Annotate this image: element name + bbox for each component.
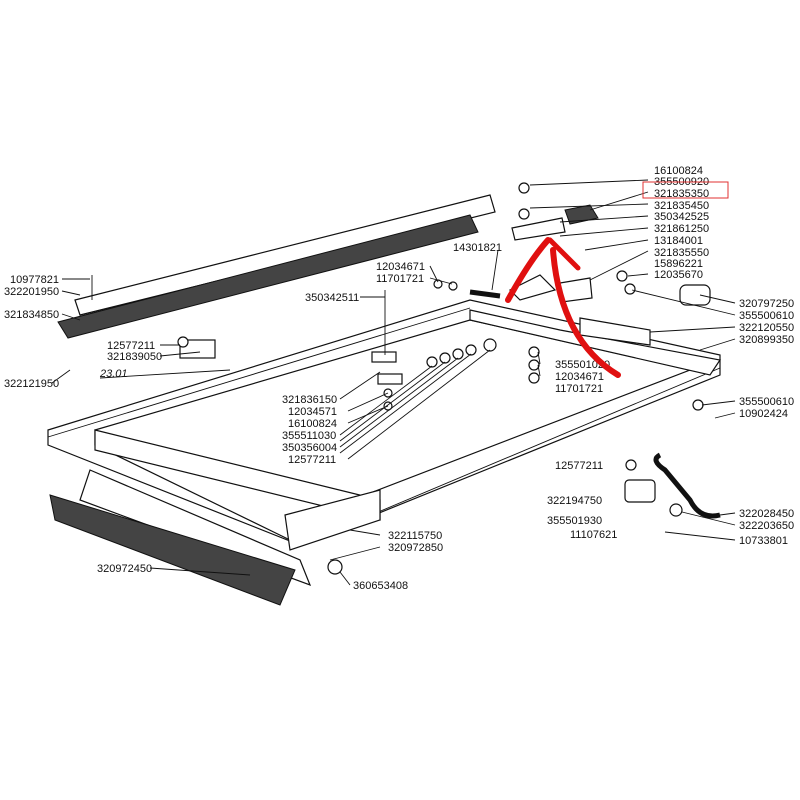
brush-strip [57,214,479,339]
part-label[interactable]: 10733801 [739,535,788,547]
part-label[interactable]: 11701721 [555,383,603,395]
bracket-part [508,274,557,301]
labels-bottom: 322115750 320972850 320972450 360653408 … [97,460,617,592]
labels-center: 12034671 11701721 14301821 350342511 321… [282,242,610,466]
bolt [469,289,501,299]
part-label[interactable]: 320972450 [97,563,152,575]
part-label[interactable]: 322028450 [739,508,794,520]
part-label[interactable]: 11107621 [570,529,617,541]
part-label[interactable]: 322120550 [739,322,794,334]
pivot-bracket [624,479,656,503]
part-label[interactable]: 10977821 [10,274,59,286]
plate-part [511,217,566,241]
part-label[interactable]: 12035670 [654,269,703,281]
part-label[interactable]: 322121950 [4,378,59,390]
part-label[interactable]: 355501930 [547,515,602,527]
saddle-part [559,277,593,303]
part-label[interactable]: 12577211 [555,460,603,472]
part-label[interactable]: 12034571 [288,406,337,418]
part-label[interactable]: 320797250 [739,298,794,310]
part-label[interactable]: 355511030 [282,430,336,442]
part-label[interactable]: 322203650 [739,520,794,532]
part-label-highlighted[interactable]: 321835350 [654,188,709,200]
part-label[interactable]: 321836150 [282,394,337,406]
part-label[interactable]: 350356004 [282,442,337,454]
part-label[interactable]: 12577211 [107,340,155,352]
part-label[interactable]: 320899350 [739,334,794,346]
leader-lines [51,179,736,586]
mount-part [377,373,403,385]
part-label[interactable]: 360653408 [353,580,408,592]
washers [177,182,704,471]
part-label[interactable]: 16100824 [288,418,337,430]
part-label[interactable]: 321835450 [654,200,709,212]
part-label[interactable]: 12034671 [376,261,425,273]
lower-brush-strip [49,494,296,606]
end-bracket [284,489,381,551]
buffer-part [679,284,711,306]
part-label[interactable]: 11701721 [376,273,424,285]
part-label[interactable]: 320972850 [388,542,443,554]
part-label[interactable]: 13184001 [654,235,703,247]
part-label[interactable]: 10902424 [739,408,788,420]
part-label[interactable]: 322194750 [547,495,602,507]
part-label[interactable]: 321839050 [107,351,162,363]
part-label[interactable]: 12034671 [555,371,604,383]
frame-edge [47,307,471,438]
part-label[interactable]: 15896221 [654,258,703,270]
highlight-box [642,181,729,199]
frame-drawing [47,179,736,606]
bushing [327,559,343,575]
arrow-shaft [550,247,621,378]
rod-part [653,452,721,519]
part-label[interactable]: 350342511 [305,292,359,304]
red-arrow-annotation [505,237,621,378]
part-label[interactable]: 355500610 [739,396,794,408]
reference-note: 23.01 [99,368,128,380]
bushing [669,503,683,517]
part-label[interactable]: 14301821 [453,242,502,254]
part-label[interactable]: 321861250 [654,223,709,235]
top-strip [74,194,496,316]
part-label[interactable]: 322201950 [4,286,59,298]
part-label[interactable]: 12577211 [288,454,336,466]
part-label[interactable]: 321834850 [4,309,59,321]
labels-left: 10977821 322201950 321834850 322121950 1… [4,274,162,390]
hinge-plate [579,317,651,346]
arrow-head-left [505,237,551,303]
mount-part [371,351,397,363]
lower-strip [79,469,312,587]
part-label[interactable]: 321835550 [654,247,709,259]
part-label[interactable]: 350342525 [654,211,709,223]
labels-right: 320797250 355500610 322120550 320899350 … [739,298,794,547]
part-label[interactable]: 16100824 [654,165,703,177]
rail [469,309,722,376]
part-label[interactable]: 355500610 [739,310,794,322]
arrow-head-right [547,237,581,271]
part-label[interactable]: 322115750 [388,530,442,542]
